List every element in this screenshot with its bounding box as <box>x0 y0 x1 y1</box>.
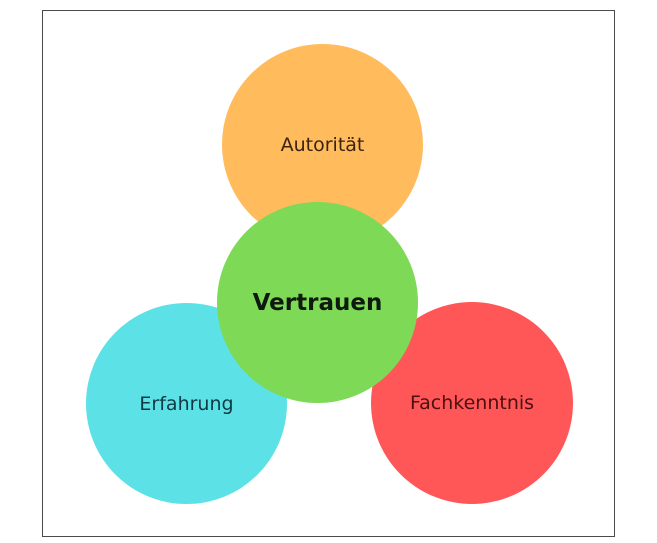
label-fachkenntnis: Fachkenntnis <box>409 392 535 414</box>
circle-vertrauen: Vertrauen <box>217 202 418 403</box>
label-vertrauen: Vertrauen <box>252 289 383 316</box>
label-erfahrung: Erfahrung <box>139 392 234 415</box>
label-autoritaet: Autorität <box>280 133 365 156</box>
